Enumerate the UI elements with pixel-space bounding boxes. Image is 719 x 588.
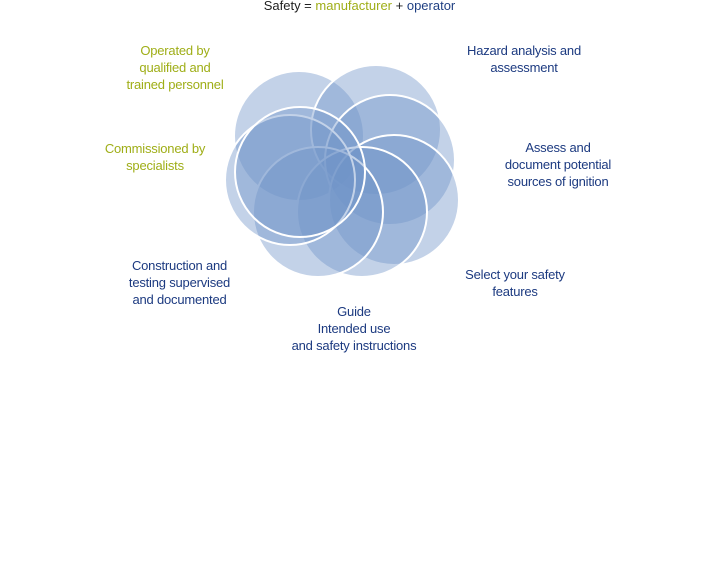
label-line: Operated by	[140, 43, 210, 58]
label-assess-document: Assess and document potential sources of…	[492, 139, 624, 190]
petal-group	[224, 64, 460, 278]
label-line: features	[492, 284, 538, 299]
petal-right-upper	[324, 94, 456, 226]
petal-top-left	[233, 70, 365, 202]
petal-right-lower	[328, 134, 460, 266]
label-line: sources of ignition	[507, 174, 609, 189]
label-line: Guide	[337, 304, 371, 319]
label-line: trained personnel	[126, 77, 224, 92]
title-prefix: Safety =	[263, 0, 312, 13]
label-line: assessment	[490, 60, 558, 75]
label-construction-testing: Construction and testing supervised and …	[112, 257, 247, 308]
title-operator: operator	[406, 0, 456, 13]
label-select-safety-features: Select your safety features	[452, 266, 578, 300]
petal-left-lower	[224, 114, 356, 246]
label-guide: Guide Intended use and safety instructio…	[276, 303, 432, 354]
label-line: specialists	[126, 158, 184, 173]
label-commissioned-by: Commissioned by specialists	[95, 140, 215, 174]
label-line: Intended use	[317, 321, 391, 336]
label-line: document potential	[504, 157, 612, 172]
label-line: qualified and	[139, 60, 211, 75]
label-operated-by: Operated by qualified and trained person…	[110, 42, 240, 93]
diagram-title: Safety = manufacturer + operator	[0, 0, 719, 14]
label-hazard-analysis: Hazard analysis and assessment	[456, 42, 592, 76]
title-plus: +	[395, 0, 404, 13]
label-line: testing supervised	[128, 275, 231, 290]
label-line: Assess and	[525, 140, 591, 155]
label-line: and documented	[132, 292, 227, 307]
label-line: Select your safety	[465, 267, 565, 282]
label-line: Hazard analysis and	[467, 43, 581, 58]
label-line: and safety instructions	[291, 338, 417, 353]
label-line: Commissioned by	[104, 141, 206, 156]
petal-left-upper	[234, 106, 366, 238]
label-line: Construction and	[131, 258, 228, 273]
petal-bottom-right	[296, 146, 428, 278]
title-manufacturer: manufacturer	[315, 0, 392, 13]
